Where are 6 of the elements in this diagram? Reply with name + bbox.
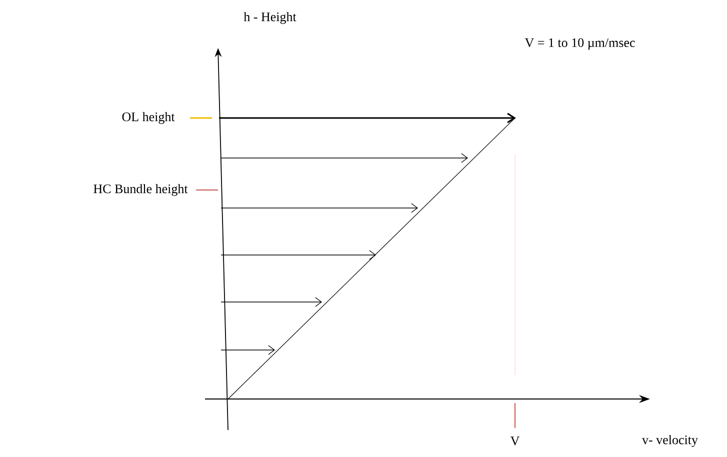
axis-label: v- velocity	[642, 435, 698, 447]
level-label: OL height	[122, 112, 175, 124]
velocity-range-note: V = 1 to 10 µm/msec	[524, 38, 635, 50]
level-label: HC Bundle height	[94, 184, 188, 196]
tick-label: V	[510, 436, 520, 446]
axis-label: h - Height	[244, 12, 296, 24]
